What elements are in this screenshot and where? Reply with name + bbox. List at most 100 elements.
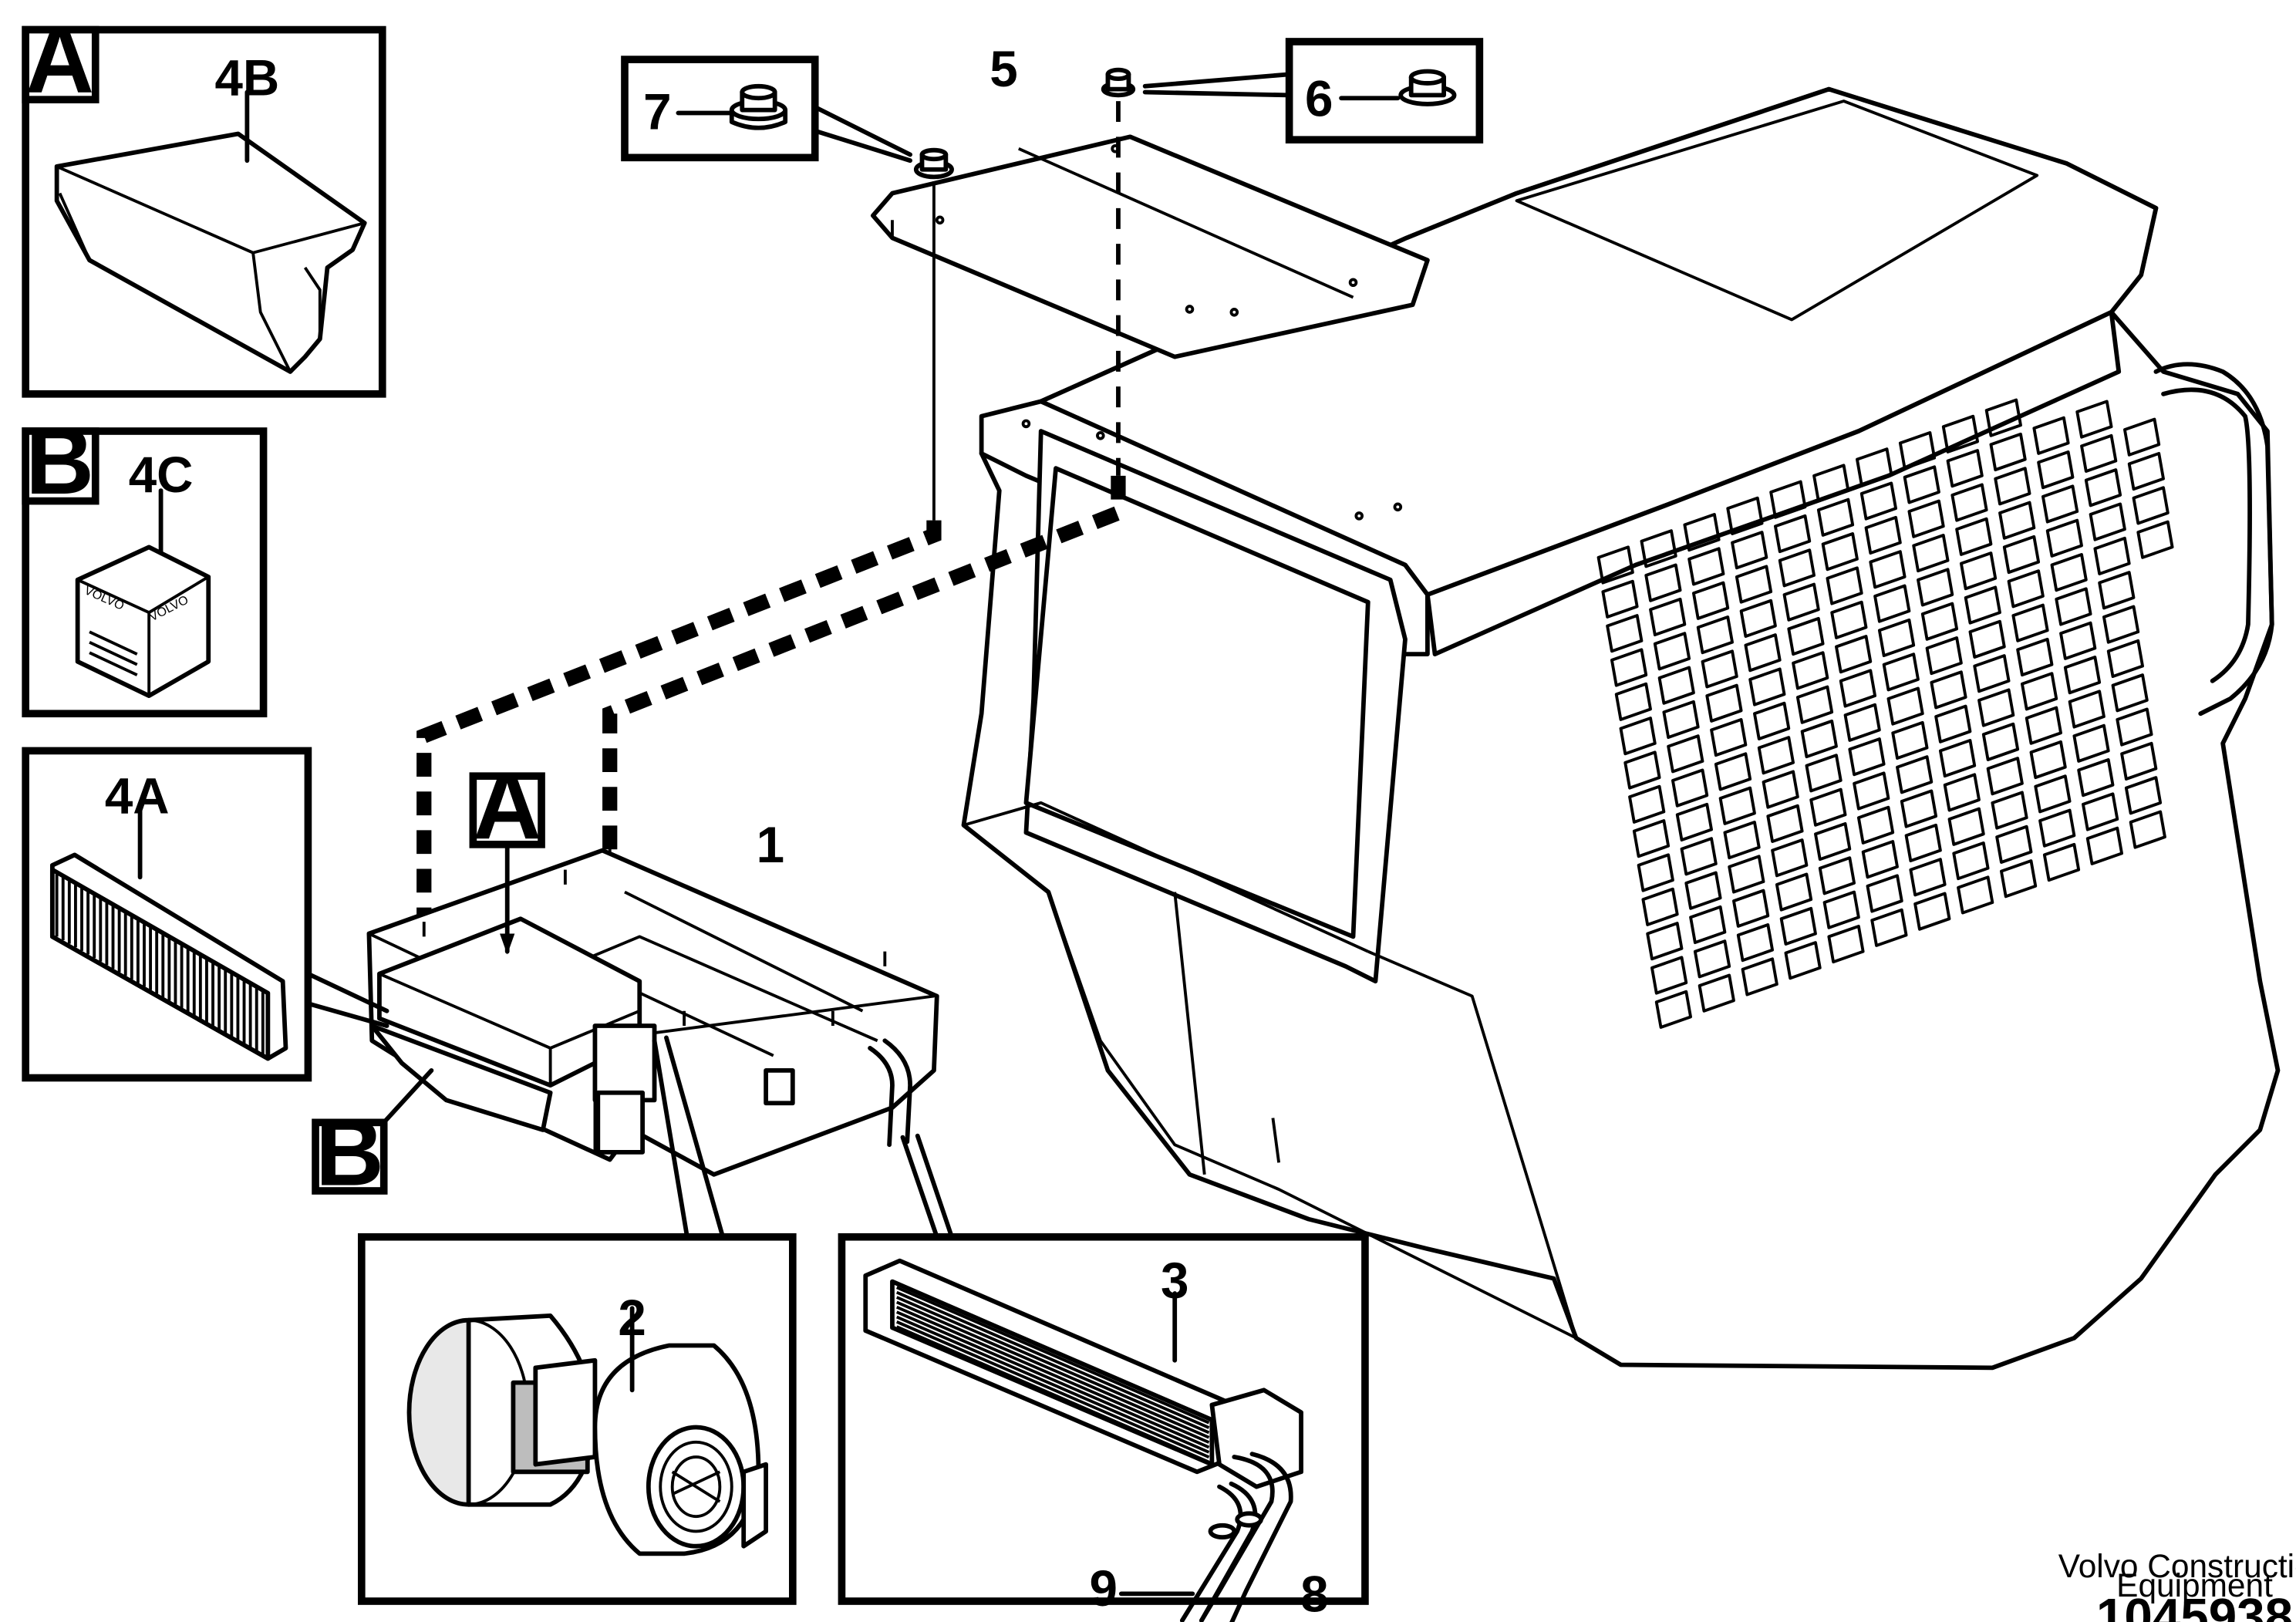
nut-6-small xyxy=(1101,67,1136,98)
mesh-cell xyxy=(1732,889,1770,928)
mesh-cell xyxy=(1657,666,1695,705)
mesh-cell xyxy=(1859,481,1898,521)
callout-label-8: 8 xyxy=(1300,1566,1328,1622)
mesh-cell xyxy=(1941,414,1980,454)
mesh-cell xyxy=(1826,566,1863,605)
mesh-cell xyxy=(1735,565,1773,604)
mesh-cell xyxy=(1610,648,1648,687)
mesh-cell xyxy=(1955,517,1993,556)
detail-panel-a xyxy=(22,25,386,398)
detail-panel-b xyxy=(22,427,268,718)
mesh-cell xyxy=(2011,603,2049,642)
detail-panel-blower xyxy=(357,1035,797,1605)
mesh-cell xyxy=(1684,871,1722,910)
cab-shell xyxy=(961,86,2281,1371)
mesh-cell xyxy=(1601,579,1639,619)
mesh-cell xyxy=(2129,810,2166,849)
mesh-cell xyxy=(1762,770,1799,809)
callout-label-9: 9 xyxy=(1089,1560,1117,1617)
mesh-cell xyxy=(1920,602,1959,641)
mesh-cell xyxy=(1848,737,1886,777)
mesh-cell xyxy=(1882,653,1920,692)
mesh-cell xyxy=(2042,842,2081,882)
mesh-cell xyxy=(1913,892,1951,931)
radiator-fin-line xyxy=(895,1320,1210,1458)
mesh-cell xyxy=(1774,514,1812,554)
mesh-cell xyxy=(2034,774,2072,814)
mesh-cell xyxy=(1640,529,1677,568)
mesh-cell xyxy=(1925,636,1963,676)
mesh-cell xyxy=(1753,701,1791,740)
leader-4a xyxy=(305,971,389,1028)
mesh-cell xyxy=(2106,639,2144,678)
mesh-cell xyxy=(2025,706,2062,745)
mesh-cell xyxy=(1917,568,1954,607)
nut-7-small xyxy=(913,147,954,180)
mesh-cell xyxy=(1683,513,1721,552)
mesh-cell xyxy=(1680,837,1718,876)
mesh-cell xyxy=(2132,486,2170,525)
callout-label-2: 2 xyxy=(618,1290,646,1346)
mesh-cell xyxy=(1644,563,1682,602)
mesh-cell xyxy=(1757,736,1795,775)
mesh-cell xyxy=(2007,569,2045,609)
mesh-cell xyxy=(1619,717,1657,756)
callout-label-4c: 4C xyxy=(129,447,194,503)
mesh-cell xyxy=(1812,464,1850,503)
mesh-cell xyxy=(1873,584,1911,623)
mesh-cell xyxy=(2124,776,2163,815)
mesh-cell xyxy=(1898,431,1937,470)
mesh-cell xyxy=(2045,518,2083,558)
mesh-cell xyxy=(1856,805,1895,845)
mesh-cell xyxy=(1775,872,1813,912)
mesh-cell xyxy=(1977,688,2015,727)
mesh-cell xyxy=(1909,858,1947,897)
detail-letter-b-panel: B xyxy=(25,408,94,514)
mesh-cell xyxy=(1731,531,1768,570)
mesh-cell xyxy=(2093,536,2131,575)
mesh-cell xyxy=(1853,771,1890,811)
mesh-cell xyxy=(1959,551,1998,591)
mesh-cell xyxy=(2038,808,2076,848)
mesh-cell xyxy=(2059,621,2097,660)
cover-plate xyxy=(871,134,1430,359)
mesh-cell xyxy=(2075,400,2113,439)
mesh-cell xyxy=(1938,739,1977,778)
radiator-fin-line xyxy=(895,1310,1210,1449)
mesh-cell xyxy=(1994,467,2031,506)
mesh-cell xyxy=(1800,719,1838,759)
mesh-cell xyxy=(2136,520,2174,559)
mesh-cell xyxy=(1964,585,2001,625)
mesh-cell xyxy=(1792,651,1829,690)
detail-letter-b-unit: B xyxy=(315,1099,384,1206)
mesh-cell xyxy=(1866,874,1903,913)
radiator-fin-line xyxy=(895,1296,1210,1435)
mesh-cell xyxy=(1606,614,1644,653)
mesh-cell xyxy=(1795,685,1834,724)
mesh-cell xyxy=(1986,757,2024,796)
mesh-cell xyxy=(2041,484,2079,524)
mesh-cell xyxy=(1710,718,1748,757)
mesh-cell xyxy=(1886,686,1924,726)
mesh-cell xyxy=(2072,723,2110,763)
mesh-cell xyxy=(2002,534,2041,575)
mesh-cell xyxy=(1864,515,1902,555)
mesh-cell xyxy=(1646,922,1684,961)
detail-letter-a-panel: A xyxy=(25,7,94,113)
callout-label-4b: 4B xyxy=(215,49,280,106)
company-name-line2: Equipment xyxy=(2116,1567,2273,1603)
mesh-cell xyxy=(2055,587,2092,626)
mesh-cell xyxy=(1769,480,1807,519)
mesh-cell xyxy=(1981,722,2020,761)
mesh-cell xyxy=(1705,683,1743,723)
dashed-leader-left xyxy=(416,520,942,952)
mesh-cell xyxy=(1741,957,1778,996)
mesh-cell xyxy=(1896,755,1934,794)
mesh-cell xyxy=(2084,468,2122,508)
radiator-fin-line xyxy=(895,1286,1210,1425)
mesh-cell xyxy=(2127,451,2165,491)
mesh-cell xyxy=(1653,632,1691,671)
mesh-cell xyxy=(1947,807,1985,846)
mesh-cell xyxy=(2082,792,2119,831)
mesh-cell xyxy=(1957,875,1994,915)
